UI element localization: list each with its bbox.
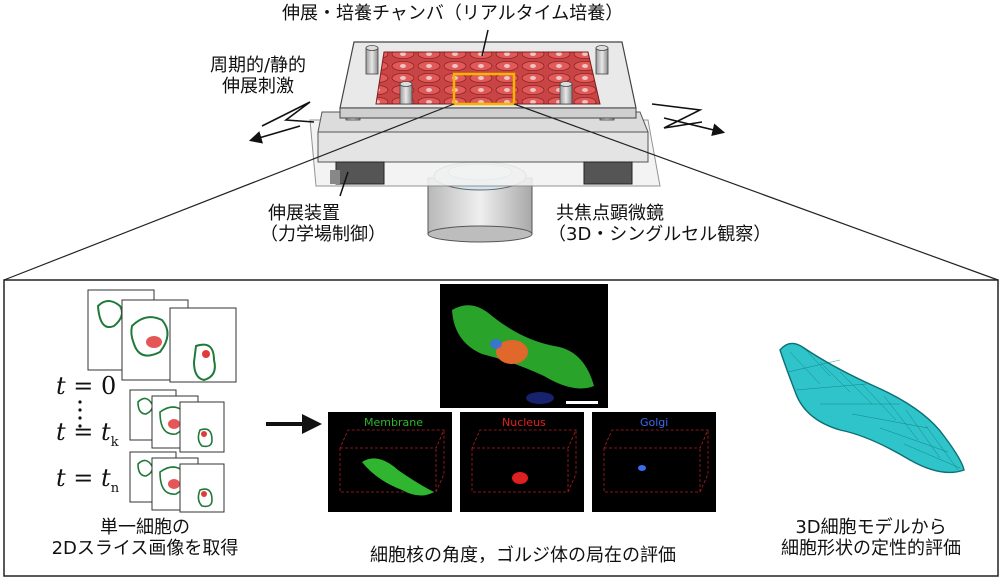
chamber-leader (481, 29, 489, 57)
time-label-t0: t = 0 (56, 372, 116, 400)
process-arrow (266, 414, 322, 434)
eq-symbol: = (73, 418, 94, 446)
microscope-line1: 共焦点顕微鏡 (556, 203, 664, 224)
t-zero: 0 (101, 372, 117, 400)
stretch-stimulus-line2: 伸展刺激 (222, 75, 294, 97)
microscope-label: 共焦点顕微鏡 （3D・シングルセル観察） (548, 203, 772, 245)
nucleus-image (460, 412, 584, 512)
cell-mesh-model (779, 342, 965, 474)
zoom-line-left (3, 103, 455, 281)
model-caption-line1: 3D細胞モデルから (795, 517, 947, 538)
eq-symbol: = (73, 464, 94, 492)
stretch-stimulus-label: 周期的/静的 伸展刺激 (198, 55, 318, 97)
time-label-tn: t = tn (56, 464, 119, 496)
stretch-device-line1: 伸展装置 (268, 203, 340, 224)
stretch-stimulus-line1: 周期的/静的 (209, 55, 307, 76)
time-label-tk: t = tk (56, 418, 119, 450)
slice-caption: 単一細胞の 2Dスライス画像を取得 (0, 517, 290, 559)
evaluation-caption: 細胞核の角度，ゴルジ体の局在の評価 (370, 545, 676, 566)
zoom-line-right (513, 103, 999, 281)
composite-image (440, 284, 608, 408)
t-symbol: t (56, 418, 66, 446)
stretch-arrow-left (248, 101, 315, 144)
slice-stack-tn (129, 451, 225, 513)
device-leader (339, 171, 349, 197)
model-caption-line2: 細胞形状の定性的評価 (781, 537, 961, 559)
stretch-device-line2: （力学場制御） (260, 223, 386, 245)
t-symbol: t (101, 418, 111, 446)
chamber-label: 伸展・培養チャンバ（リアルタイム培養） (282, 3, 624, 24)
t-symbol: t (56, 372, 66, 400)
golgi-label: Golgi (640, 416, 669, 429)
nucleus-label: Nucleus (502, 416, 546, 429)
model-caption: 3D細胞モデルから 細胞形状の定性的評価 (740, 517, 1002, 559)
t-symbol: t (101, 464, 111, 492)
scale-bar (566, 401, 598, 404)
t-symbol: t (56, 464, 66, 492)
slice-stack-t0 (87, 289, 237, 383)
stretch-arrow-right (651, 103, 726, 136)
roi-box (452, 72, 516, 106)
slice-stack-tk (129, 389, 225, 453)
stretch-device-label: 伸展装置 （力学場制御） (260, 203, 386, 245)
membrane-image (328, 412, 452, 512)
culture-chamber (339, 41, 637, 119)
slice-caption-line1: 単一細胞の (100, 517, 190, 538)
eq-symbol: = (73, 372, 94, 400)
subscript-n: n (110, 480, 120, 496)
subscript-k: k (110, 434, 119, 450)
time-ellipsis (78, 400, 82, 428)
membrane-label: Membrane (364, 416, 423, 429)
slice-caption-line2: 2Dスライス画像を取得 (51, 537, 239, 559)
golgi-image (592, 412, 716, 512)
microscope-line2: （3D・シングルセル観察） (548, 223, 772, 245)
